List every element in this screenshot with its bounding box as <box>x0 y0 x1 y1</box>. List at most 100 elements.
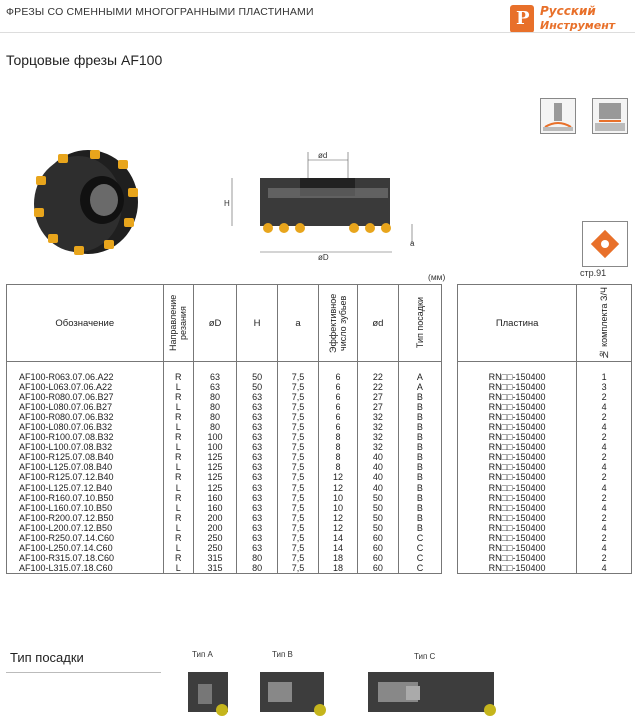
section-header: ФРЕЗЫ СО СМЕННЫМИ МНОГОГРАННЫМИ ПЛАСТИНА… <box>6 6 314 18</box>
a-dimension: a <box>410 239 415 248</box>
table-cell: A <box>397 361 443 383</box>
table-cell: RN□□-150400 <box>456 402 578 413</box>
table-cell: R <box>162 492 195 503</box>
table-cell: B <box>397 472 443 483</box>
table-cell: 40 <box>356 482 399 493</box>
table-cell: 10 <box>318 492 358 503</box>
col-a: a <box>277 284 320 362</box>
table-cell: 80 <box>236 552 279 563</box>
header-divider <box>0 32 635 33</box>
table-cell: 7,5 <box>277 502 320 513</box>
table-cell: 63 <box>236 452 279 463</box>
table-cell: AF100-R160.07.10.B50 <box>6 492 164 503</box>
table-cell: 7,5 <box>277 542 320 553</box>
table-cell: 12 <box>318 472 358 483</box>
table-cell: 125 <box>193 452 238 463</box>
table-cell: B <box>397 432 443 443</box>
table-cell: AF100-L100.07.08.B32 <box>6 442 164 453</box>
table-cell: AF100-R063.07.06.A22 <box>6 361 164 383</box>
table-cell: RN□□-150400 <box>456 532 578 543</box>
table-cell: 40 <box>356 472 399 483</box>
table-cell: L <box>162 422 195 433</box>
pocket-milling-icon <box>540 98 576 134</box>
table-cell: 4 <box>576 522 632 533</box>
table-cell: C <box>397 532 443 543</box>
table-cell: 80 <box>193 412 238 423</box>
table-cell: RN□□-150400 <box>456 472 578 483</box>
table-cell: 250 <box>193 542 238 553</box>
table-cell: AF100-L080.07.06.B32 <box>6 422 164 433</box>
table-cell: 1 <box>576 361 632 383</box>
table-cell: L <box>162 542 195 553</box>
table-cell: L <box>162 382 195 393</box>
table-cell: 4 <box>576 462 632 473</box>
table-cell: 7,5 <box>277 552 320 563</box>
table-cell: 14 <box>318 542 358 553</box>
table-cell: 63 <box>236 502 279 513</box>
table-cell: AF100-R200.07.12.B50 <box>6 512 164 523</box>
table-cell: 63 <box>236 522 279 533</box>
table-cell: AF100-L160.07.10.B50 <box>6 502 164 513</box>
table-cell: RN□□-150400 <box>456 562 578 574</box>
table-cell: 50 <box>236 361 279 383</box>
table-cell: L <box>162 562 195 574</box>
table-cell: 63 <box>236 532 279 543</box>
table-cell: RN□□-150400 <box>456 492 578 503</box>
table-cell: 4 <box>576 482 632 493</box>
table-cell: B <box>397 422 443 433</box>
table-cell: 4 <box>576 402 632 413</box>
table-cell: A <box>397 382 443 393</box>
cutter-drawing: ød H øD a <box>224 151 415 262</box>
table-cell: 8 <box>318 452 358 463</box>
table-cell: 7,5 <box>277 402 320 413</box>
table-cell: 50 <box>356 492 399 503</box>
table-cell: R <box>162 552 195 563</box>
table-cell: 12 <box>318 522 358 533</box>
table-cell: 160 <box>193 492 238 503</box>
table-cell: 7,5 <box>277 492 320 503</box>
table-cell: RN□□-150400 <box>456 442 578 453</box>
table-cell: 7,5 <box>277 361 320 383</box>
table-cell: 40 <box>356 462 399 473</box>
table-cell: AF100-L315.07.18.C60 <box>6 562 164 574</box>
table-cell: RN□□-150400 <box>456 361 578 383</box>
table-cell: B <box>397 402 443 413</box>
table-cell: 63 <box>193 361 238 383</box>
table-cell: AF100-L063.07.06.A22 <box>6 382 164 393</box>
table-cell: R <box>162 512 195 523</box>
table-cell: R <box>162 532 195 543</box>
D-dimension: øD <box>318 253 329 262</box>
table-cell: 7,5 <box>277 482 320 493</box>
table-cell: 160 <box>193 502 238 513</box>
table-cell: 50 <box>356 502 399 513</box>
table-cell: R <box>162 472 195 483</box>
table-cell: 125 <box>193 482 238 493</box>
col-mount: Тип посадки <box>397 284 443 362</box>
table-cell: RN□□-150400 <box>456 512 578 523</box>
table-cell: RN□□-150400 <box>456 382 578 393</box>
table-cell: 100 <box>193 432 238 443</box>
table-cell: 2 <box>576 412 632 423</box>
table-cell: B <box>397 442 443 453</box>
table-cell: 125 <box>193 462 238 473</box>
table-cell: 63 <box>193 382 238 393</box>
table-cell: B <box>397 412 443 423</box>
